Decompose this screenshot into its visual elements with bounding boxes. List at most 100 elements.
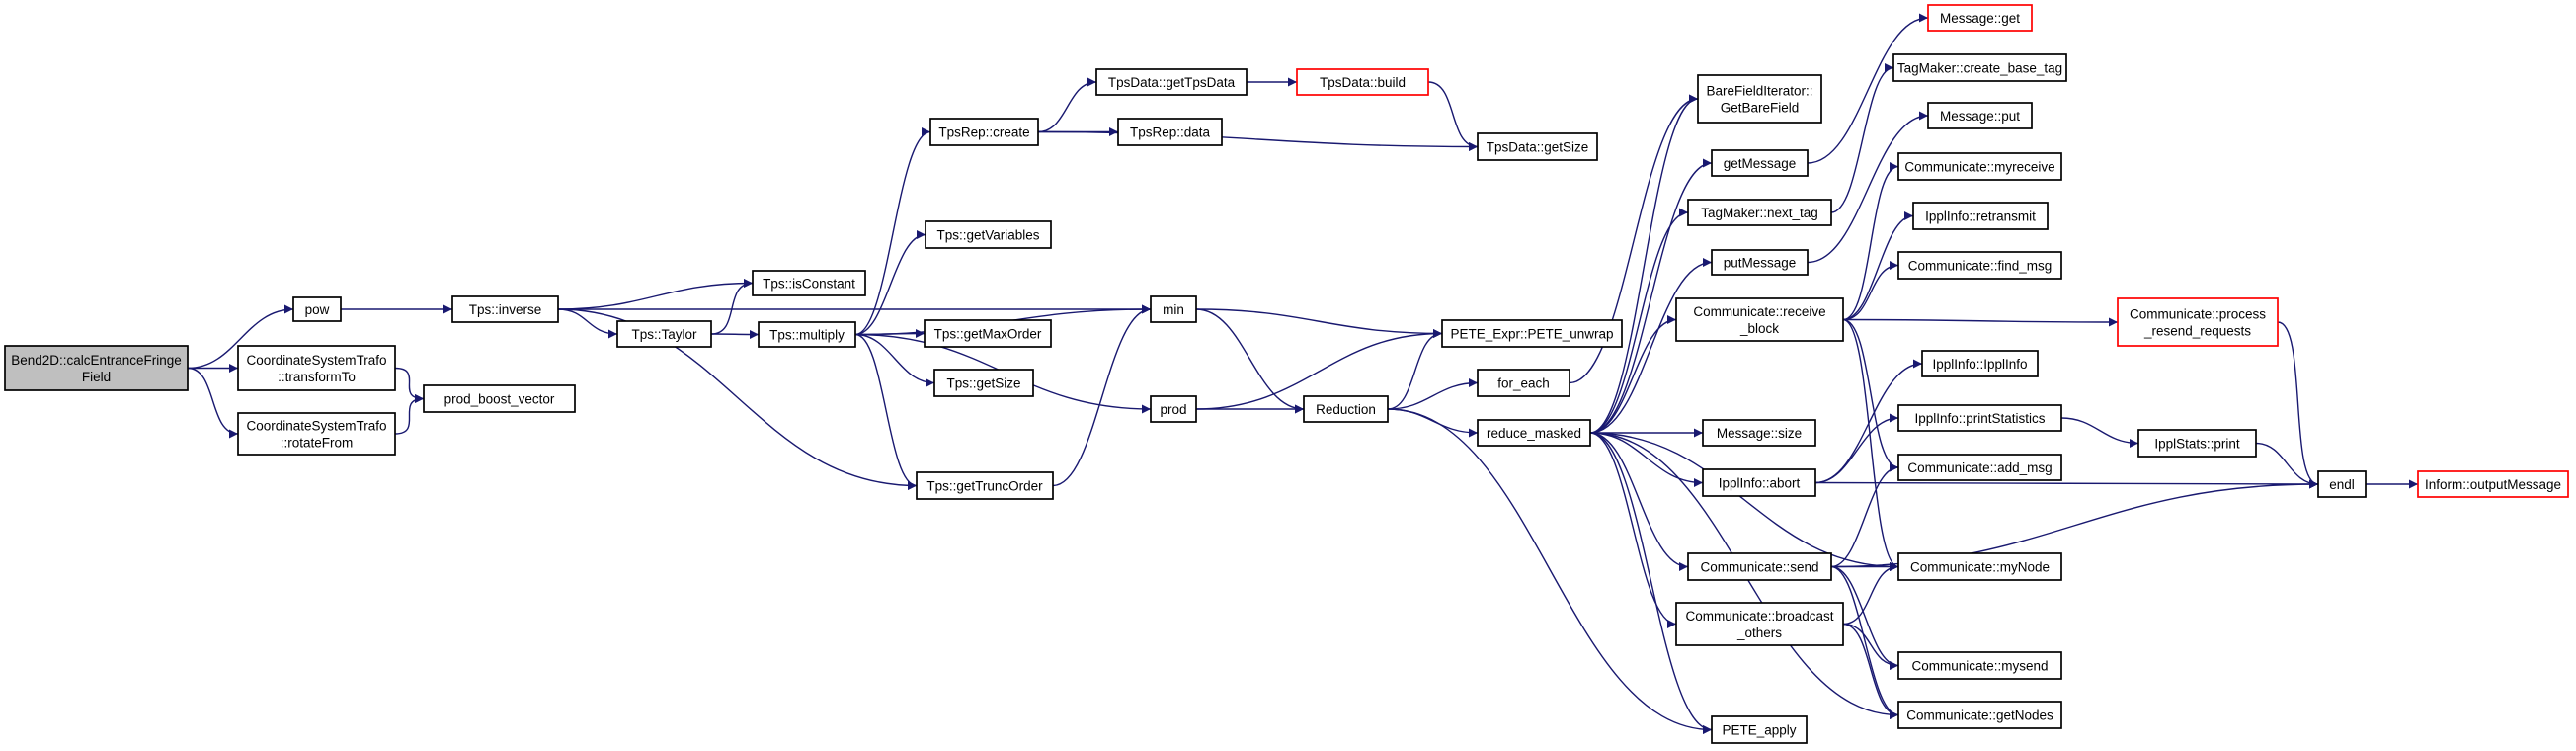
node-findmsg[interactable]: Communicate::find_msg <box>1897 251 2062 280</box>
node-pbv[interactable]: prod_boost_vector <box>423 384 576 413</box>
node-retransmit-box <box>1912 202 2049 230</box>
node-multiply-box <box>758 321 856 348</box>
node-isconst-box <box>752 270 866 296</box>
node-cst_to-label-1: ::transformTo <box>278 370 356 384</box>
node-cst_to[interactable]: CoordinateSystemTrafo::transformTo <box>237 345 396 391</box>
node-tpsdata_build-box <box>1296 68 1429 96</box>
edge-tpsrep_create-to-tpsdata_getsize <box>1037 130 1479 151</box>
node-msgsize-box <box>1702 419 1816 447</box>
node-abort[interactable]: IpplInfo::abort <box>1702 468 1816 497</box>
edge-tpsrep_create-to-gettpsdata <box>1037 77 1097 133</box>
node-reduction[interactable]: Reduction <box>1303 395 1389 423</box>
node-bcast-label-1: _others <box>1736 626 1782 640</box>
node-root-box <box>4 345 189 391</box>
node-truncorder[interactable]: Tps::getTruncOrder <box>916 471 1054 500</box>
node-tpsrep_data[interactable]: TpsRep::data <box>1117 118 1223 146</box>
node-resend[interactable]: Communicate::process_resend_requests <box>2117 297 2279 347</box>
node-msgput[interactable]: Message::put <box>1927 102 2033 129</box>
node-nexttag-box <box>1687 199 1832 226</box>
node-mynode[interactable]: Communicate::myNode <box>1897 552 2062 581</box>
node-min-label-0: min <box>1163 302 1184 317</box>
node-tpsdata_build[interactable]: TpsData::build <box>1296 68 1429 96</box>
node-getnodes-label-0: Communicate::getNodes <box>1906 709 2053 723</box>
node-reduction-label-0: Reduction <box>1316 402 1376 417</box>
node-msgput-box <box>1927 102 2033 129</box>
node-send[interactable]: Communicate::send <box>1687 552 1832 581</box>
node-isconst[interactable]: Tps::isConstant <box>752 270 866 296</box>
node-maxorder[interactable]: Tps::getMaxOrder <box>924 319 1052 348</box>
node-addmsg[interactable]: Communicate::add_msg <box>1897 454 2062 481</box>
node-retransmit[interactable]: IpplInfo::retransmit <box>1912 202 2049 230</box>
node-basetag-box <box>1892 53 2067 82</box>
node-for_each[interactable]: for_each <box>1477 369 1570 397</box>
node-printstats[interactable]: IpplInfo::printStatistics <box>1897 404 2062 432</box>
edge-nexttag-to-basetag <box>1830 63 1894 213</box>
node-outputmsg[interactable]: Inform::outputMessage <box>2417 470 2569 498</box>
node-cst_from[interactable]: CoordinateSystemTrafo::rotateFrom <box>237 412 396 456</box>
node-abort-box <box>1702 468 1816 497</box>
node-tps_getsize[interactable]: Tps::getSize <box>933 369 1034 397</box>
node-getvars[interactable]: Tps::getVariables <box>925 220 1052 249</box>
node-ipplinfo[interactable]: IpplInfo::IpplInfo <box>1921 350 2039 377</box>
node-outputmsg-label-0: Inform::outputMessage <box>2425 477 2561 492</box>
edge-recvblock-to-findmsg <box>1842 261 1899 321</box>
node-tpsdata_getsize-label-0: TpsData::getSize <box>1487 140 1589 155</box>
node-inverse[interactable]: Tps::inverse <box>451 295 559 323</box>
node-putmessage[interactable]: putMessage <box>1711 249 1809 276</box>
node-recvblock-label-1: _block <box>1739 321 1779 336</box>
edge-ipplstats-to-endl <box>2255 442 2319 489</box>
edge-reduction-to-for_each <box>1387 378 1479 410</box>
node-for_each-box <box>1477 369 1570 397</box>
node-mysend-label-0: Communicate::mysend <box>1911 659 2048 674</box>
node-mysend[interactable]: Communicate::mysend <box>1897 651 2062 680</box>
node-outputmsg-box <box>2417 470 2569 498</box>
edge-recvblock-to-retransmit <box>1842 211 1914 321</box>
edge-reduce_masked-to-pete_apply <box>1589 432 1713 734</box>
node-msgsize[interactable]: Message::size <box>1702 419 1816 447</box>
node-reduce_masked[interactable]: reduce_masked <box>1477 419 1591 447</box>
edge-prod-to-pete_unwrap <box>1195 329 1443 410</box>
edge-cst_from-to-pbv <box>394 394 425 435</box>
node-ipplstats[interactable]: IpplStats::print <box>2137 429 2257 458</box>
edge-recvblock-to-mynode <box>1842 318 1899 571</box>
node-getmessage-label-0: getMessage <box>1724 156 1797 171</box>
node-tps_getsize-box <box>933 369 1034 397</box>
node-nexttag[interactable]: TagMaker::next_tag <box>1687 199 1832 226</box>
node-mynode-box <box>1897 552 2062 581</box>
node-pete_apply[interactable]: PETE_apply <box>1711 715 1808 744</box>
node-myreceive[interactable]: Communicate::myreceive <box>1897 152 2062 181</box>
node-taylor[interactable]: Tps::Taylor <box>616 320 712 348</box>
node-bcast-label-0: Communicate::broadcast <box>1685 609 1833 624</box>
node-msgput-label-0: Message::put <box>1940 109 2020 124</box>
node-tpsdata_getsize[interactable]: TpsData::getSize <box>1477 132 1598 161</box>
edge-reduce_masked-to-send <box>1589 432 1689 571</box>
node-msgget[interactable]: Message::get <box>1927 4 2033 32</box>
node-gettpsdata[interactable]: TpsData::getTpsData <box>1095 68 1248 96</box>
node-basetag[interactable]: TagMaker::create_base_tag <box>1892 53 2067 82</box>
node-isconst-label-0: Tps::isConstant <box>763 277 855 292</box>
node-getnodes-box <box>1897 701 2062 729</box>
node-bcast[interactable]: Communicate::broadcast_others <box>1675 602 1844 646</box>
node-pete_unwrap[interactable]: PETE_Expr::PETE_unwrap <box>1441 319 1623 348</box>
node-endl-box <box>2317 470 2367 498</box>
node-putmessage-label-0: putMessage <box>1724 256 1797 271</box>
node-basetag-label-0: TagMaker::create_base_tag <box>1897 61 2062 76</box>
node-min[interactable]: min <box>1150 295 1197 323</box>
node-bfi-label-1: GetBareField <box>1721 101 1800 116</box>
node-getmessage[interactable]: getMessage <box>1711 149 1809 177</box>
node-bfi[interactable]: BareFieldIterator::GetBareField <box>1697 74 1822 124</box>
node-pbv-box <box>423 384 576 413</box>
edge-root-to-cst_from <box>187 367 239 439</box>
node-getnodes[interactable]: Communicate::getNodes <box>1897 701 2062 729</box>
node-addmsg-label-0: Communicate::add_msg <box>1907 460 2052 475</box>
node-pow[interactable]: pow <box>292 296 342 322</box>
node-tpsrep_create[interactable]: TpsRep::create <box>929 118 1039 146</box>
node-endl[interactable]: endl <box>2317 470 2367 498</box>
edge-inverse-to-taylor <box>557 308 618 339</box>
node-multiply[interactable]: Tps::multiply <box>758 321 856 348</box>
node-prod[interactable]: prod <box>1150 395 1197 423</box>
node-recvblock[interactable]: Communicate::receive_block <box>1675 297 1844 342</box>
